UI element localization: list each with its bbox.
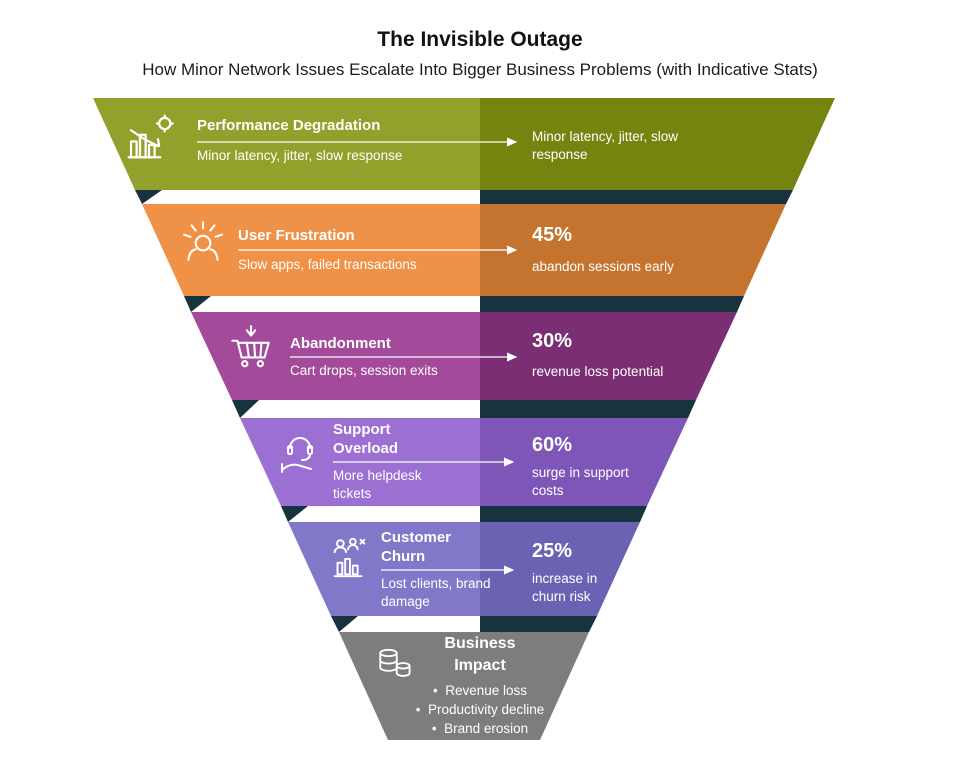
stage-1-right-shape (480, 98, 835, 190)
stage-3-stat-value: 30% (532, 330, 573, 352)
stage-5-description: Lost clients, brand damage (381, 576, 491, 609)
stage-3-stat-label: revenue loss potential (532, 364, 664, 379)
stage-3-title: Abandonment (290, 335, 391, 352)
stage-5-left-shape (288, 522, 480, 616)
bullet-item: Revenue loss (368, 681, 592, 700)
stage-4-right-shape (480, 418, 688, 506)
stage-1-description: Minor latency, jitter, slow response (197, 148, 403, 163)
shadow-wedge-2 (184, 296, 744, 312)
base-title-line2: Impact (454, 656, 506, 674)
stage-2-description: Slow apps, failed transactions (238, 257, 417, 272)
stage-1-left-shape (93, 98, 480, 190)
bullet-item: Brand erosion (368, 719, 592, 738)
shadow-wedge-1 (135, 190, 793, 204)
user-frustration-icon (178, 216, 228, 266)
shadow-wedge-5 (331, 616, 597, 632)
base-stage-bullets: Revenue loss Productivity decline Brand … (368, 681, 592, 738)
stage-5-stat-label: increase in churn risk (532, 571, 598, 604)
stage-2-stat-value: 45% (532, 224, 573, 246)
stage-5-title: Customer Churn (381, 529, 452, 565)
base-stage-title: Business Impact (400, 633, 560, 676)
stage-4-title: Support Overload (333, 421, 399, 457)
bullet-item: Productivity decline (368, 700, 592, 719)
shadow-wedge-3 (232, 400, 696, 418)
stage-3-right-shape (480, 312, 737, 400)
stage-4-stat-label: surge in support costs (532, 465, 629, 498)
stage-2-title: User Frustration (238, 227, 355, 244)
stage-2-right-shape (480, 204, 786, 296)
page-subtitle: How Minor Network Issues Escalate Into B… (142, 60, 818, 79)
stage-3-description: Cart drops, session exits (290, 363, 438, 378)
page-title: The Invisible Outage (377, 28, 583, 51)
stage-2-stat-label: abandon sessions early (532, 259, 674, 274)
stage-1-title: Performance Degradation (197, 117, 381, 134)
shopping-cart-icon (226, 322, 276, 372)
customer-churn-icon (326, 534, 372, 580)
stage-5-stat-value: 25% (532, 540, 573, 562)
stage-4-description: More helpdesk tickets (333, 468, 422, 501)
stage-5-right-shape (480, 522, 640, 616)
coin-stack-icon (372, 642, 416, 686)
shadow-wedge-4 (281, 506, 647, 522)
stage-1-stat-label: Minor latency, jitter, slow response (532, 129, 679, 162)
performance-degradation-icon (122, 110, 176, 164)
headset-support-icon (276, 428, 324, 476)
base-title-line1: Business (444, 635, 516, 652)
stage-3-left-shape (191, 312, 480, 400)
stage-4-stat-value: 60% (532, 434, 573, 456)
